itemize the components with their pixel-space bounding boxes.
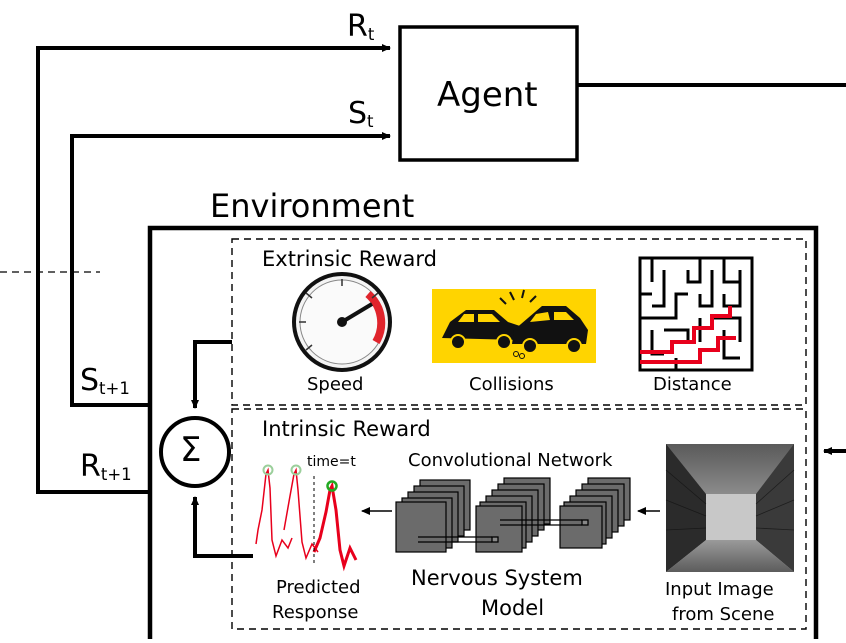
sum-node bbox=[159, 416, 231, 488]
reward-t1-label: Rt+1 bbox=[80, 449, 132, 485]
cnn-layer-2 bbox=[475, 477, 551, 553]
environment-box bbox=[147, 225, 819, 639]
cnn-receptive-fields bbox=[418, 519, 589, 543]
intrinsic-to-sum bbox=[191, 496, 253, 558]
state-loop-line bbox=[70, 132, 391, 407]
cnn-layer-3 bbox=[559, 477, 631, 549]
predicted-label-line2: Response bbox=[272, 602, 359, 623]
input-label-line2: from Scene bbox=[672, 604, 775, 625]
input-label-line1: Input Image bbox=[665, 579, 774, 600]
environment-label: Environment bbox=[210, 187, 415, 225]
model-label-line1: Nervous System bbox=[411, 566, 583, 590]
extrinsic-title: Extrinsic Reward bbox=[262, 247, 437, 271]
maze-icon bbox=[638, 256, 754, 372]
time-label: time=t bbox=[307, 454, 356, 470]
reward-t-label: Rt bbox=[347, 9, 375, 45]
predicted-response-plot bbox=[255, 464, 358, 572]
collisions-label: Collisions bbox=[469, 374, 554, 395]
agent-box bbox=[398, 25, 579, 162]
extrinsic-to-sum bbox=[191, 340, 232, 409]
extrinsic-box bbox=[231, 238, 807, 406]
agent-label: Agent bbox=[437, 75, 538, 115]
conv-network-label: Convolutional Network bbox=[408, 450, 613, 471]
intrinsic-box bbox=[231, 408, 807, 630]
state-t-label: St bbox=[348, 96, 374, 132]
model-label-line2: Model bbox=[481, 596, 545, 620]
distance-label: Distance bbox=[653, 374, 732, 395]
cnn-layer-1 bbox=[395, 479, 471, 553]
speed-label: Speed bbox=[307, 374, 364, 395]
collision-icon bbox=[432, 289, 596, 363]
speedometer-icon bbox=[292, 272, 392, 372]
input-scene-image bbox=[665, 444, 795, 572]
sum-symbol: Σ bbox=[180, 430, 202, 470]
state-t1-label: St+1 bbox=[80, 363, 130, 399]
predicted-label-line1: Predicted bbox=[276, 577, 361, 598]
intrinsic-title: Intrinsic Reward bbox=[262, 417, 431, 441]
